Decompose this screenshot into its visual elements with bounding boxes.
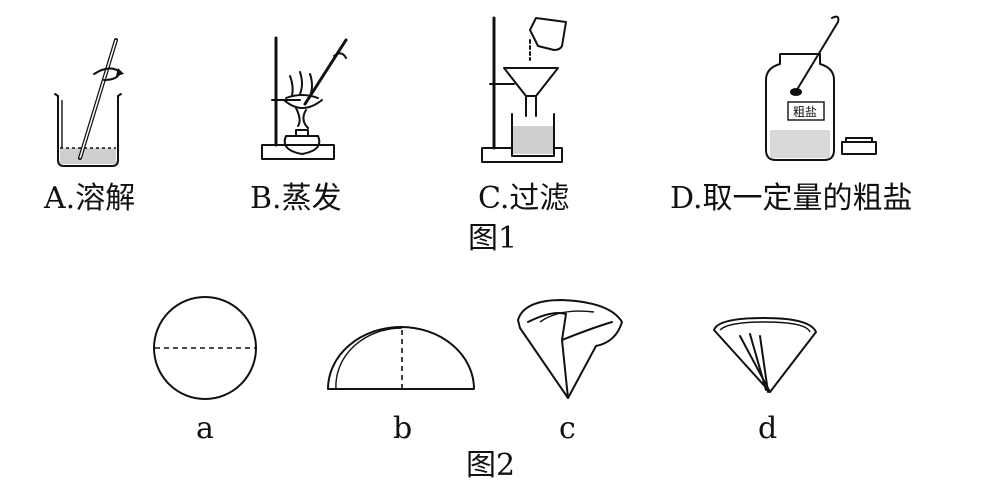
label-evaporation: B.蒸发 (250, 181, 342, 216)
jar-label-text: 粗盐 (793, 105, 817, 119)
figure2-caption: 图2 (466, 448, 515, 483)
label-b: b (393, 411, 412, 446)
label-take-crude-salt: D.取一定量的粗盐 (670, 181, 913, 216)
filter-paper-cone-open (517, 299, 623, 399)
figure1-caption: 图1 (468, 221, 517, 256)
salt-jar-illustration: 粗盐 (765, 15, 877, 161)
filtration-apparatus-illustration (481, 16, 567, 163)
dissolving-beaker-illustration (54, 38, 124, 167)
filter-paper-circle (153, 296, 257, 400)
label-filtration: C.过滤 (478, 181, 569, 216)
filter-paper-half-fold (327, 326, 475, 390)
label-c: c (559, 411, 576, 446)
label-d: d (758, 411, 777, 446)
label-a: a (196, 411, 214, 446)
evaporation-apparatus-illustration (261, 36, 348, 160)
filter-paper-cone-fitted (713, 317, 817, 393)
label-dissolving: A.溶解 (43, 181, 135, 216)
